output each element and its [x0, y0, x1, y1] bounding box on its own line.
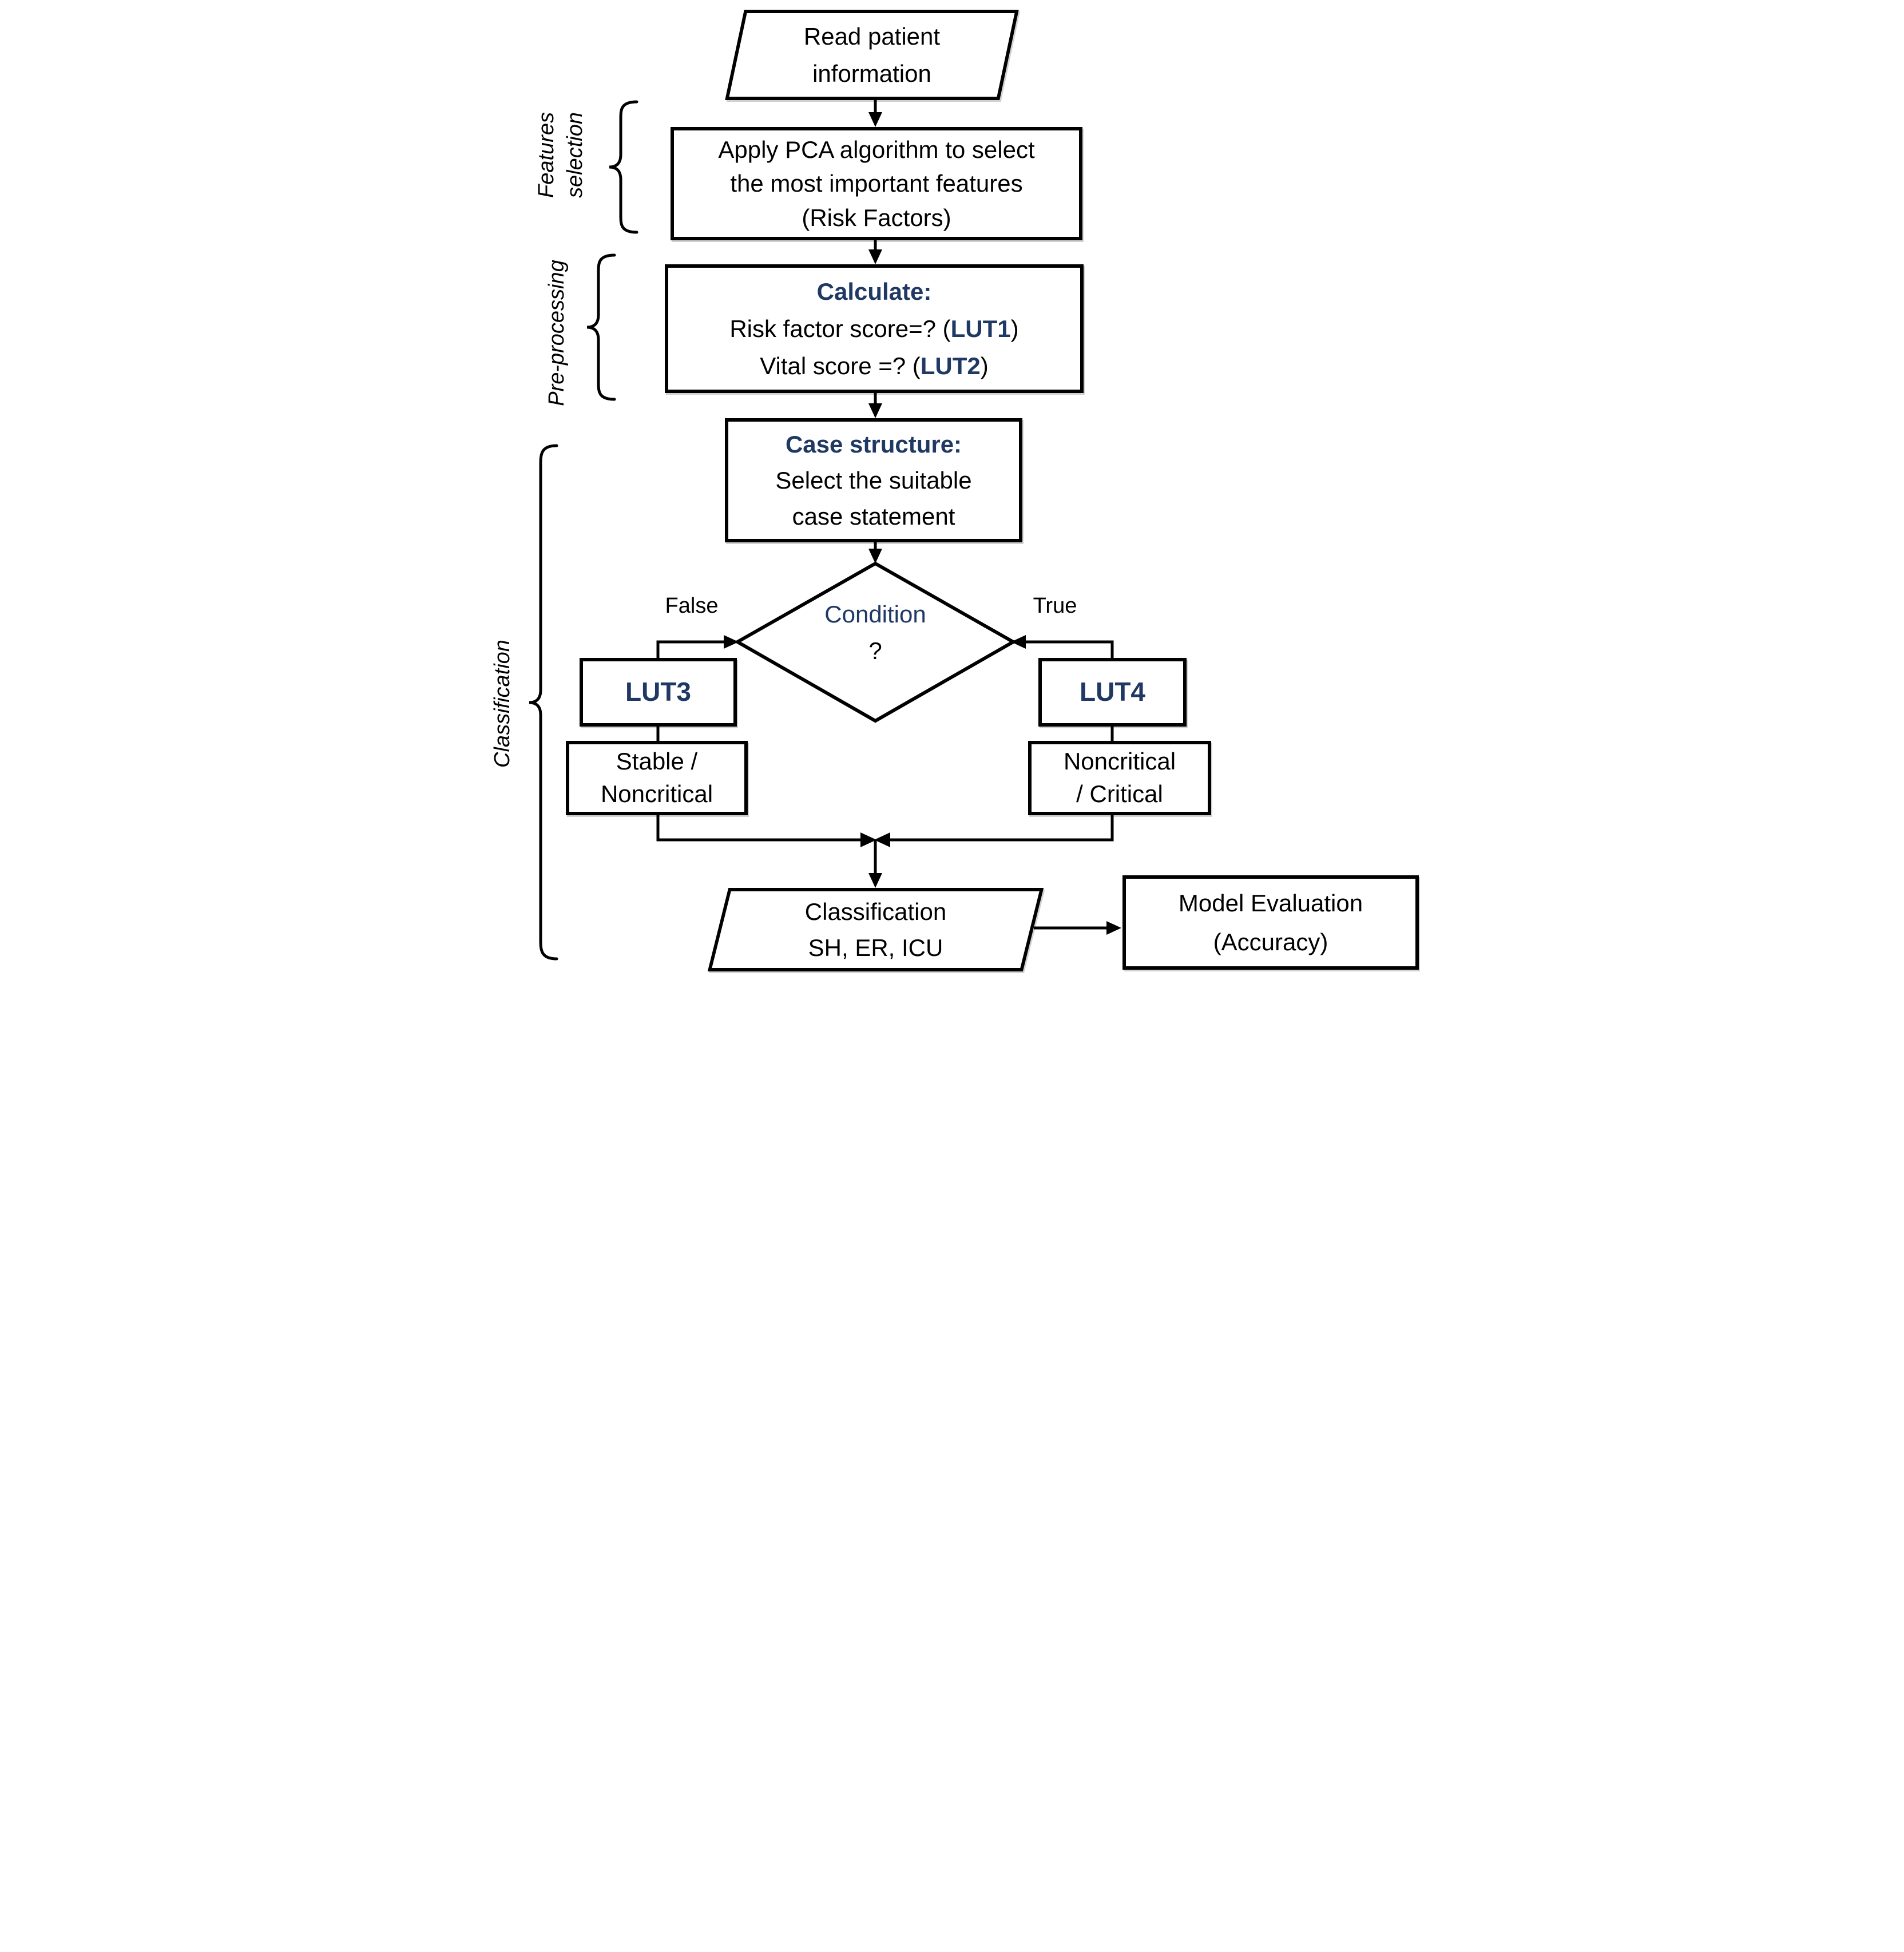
arrowhead-icon — [1011, 635, 1026, 649]
noncritical-critical-box: Noncritical / Critical — [1028, 741, 1211, 815]
section-label-preprocessing: Pre-processing — [545, 260, 569, 406]
noncritical-line1: Noncritical — [1063, 748, 1176, 775]
noncritical-line2: / Critical — [1076, 780, 1163, 807]
section-braces — [529, 100, 638, 961]
arrowhead-icon — [868, 249, 882, 264]
features-label-line1: Features — [534, 112, 558, 198]
arrowhead-icon — [724, 635, 739, 649]
features-label-line2: selection — [563, 112, 587, 198]
vital-lut2: LUT2 — [920, 352, 981, 380]
classification-output-line2: SH, ER, ICU — [808, 934, 943, 961]
lut4-label: LUT4 — [1080, 677, 1145, 707]
stable-noncritical-box: Stable / Noncritical — [566, 741, 748, 815]
vital-pre: Vital score =? ( — [760, 352, 921, 380]
brace-classification-icon — [529, 444, 558, 961]
arrowhead-icon — [860, 832, 876, 847]
risk-lut1: LUT1 — [950, 315, 1011, 342]
section-label-classification: Classification — [490, 640, 514, 768]
pca-line3: (Risk Factors) — [802, 204, 951, 231]
arrowheads — [724, 112, 1121, 935]
connector-lines — [656, 100, 1114, 930]
stable-line2: Noncritical — [600, 780, 713, 807]
case-structure-box: Case structure: Select the suitable case… — [725, 418, 1022, 542]
lut4-box: LUT4 — [1038, 658, 1187, 727]
arrowhead-icon — [868, 549, 882, 564]
calculate-box: Calculate: Risk factor score=? (LUT1) Vi… — [665, 264, 1084, 393]
risk-pre: Risk factor score=? ( — [729, 315, 951, 342]
case-structure-title: Case structure: — [785, 431, 962, 458]
lut3-box: LUT3 — [580, 658, 737, 727]
condition-diamond — [733, 561, 1017, 723]
pca-line1: Apply PCA algorithm to select — [718, 136, 1035, 163]
case-structure-line2: Select the suitable — [775, 467, 972, 494]
condition-diamond-text: Condition ? — [790, 596, 961, 669]
calculate-title: Calculate: — [816, 277, 932, 305]
arrowhead-icon — [874, 832, 890, 847]
connector-line-merge-left — [656, 815, 860, 842]
calculate-risk-line: Risk factor score=? (LUT1) — [729, 310, 1018, 347]
risk-post: ) — [1010, 315, 1019, 342]
classification-output-parallelogram: Classification SH, ER, ICU — [707, 888, 1044, 971]
model-evaluation-line1: Model Evaluation — [1178, 890, 1363, 917]
flowchart-canvas: Read patient information Apply PCA algor… — [476, 0, 1428, 976]
condition-title: Condition — [824, 601, 926, 628]
lut3-label: LUT3 — [625, 677, 691, 707]
connector-line-merge-right — [890, 815, 1114, 842]
pca-line2: the most important features — [730, 170, 1023, 197]
flow-connectors — [529, 100, 1121, 961]
case-structure-line3: case statement — [792, 503, 955, 530]
node-read-patient: Read patient information — [725, 10, 1019, 100]
arrowhead-icon — [868, 112, 882, 127]
calculate-vital-line: Vital score =? (LUT2) — [760, 347, 989, 384]
arrowhead-icon — [868, 403, 882, 418]
vital-post: ) — [980, 352, 989, 380]
true-branch-label: True — [1033, 594, 1077, 618]
arrowhead-icon — [1106, 921, 1121, 935]
read-patient-line1: Read patient — [803, 22, 941, 50]
brace-features-icon — [609, 100, 638, 234]
classification-output-line1: Classification — [804, 898, 947, 925]
model-evaluation-line2: (Accuracy) — [1213, 928, 1328, 955]
section-label-features-selection: Features selection — [532, 86, 592, 224]
read-patient-line2: information — [812, 60, 931, 87]
model-evaluation-box: Model Evaluation (Accuracy) — [1122, 875, 1419, 970]
condition-question-mark: ? — [868, 637, 882, 664]
pca-box: Apply PCA algorithm to select the most i… — [671, 127, 1082, 240]
connector-line-true-branch — [1026, 640, 1114, 660]
connector-line-false-branch — [656, 640, 724, 660]
arrowhead-icon — [868, 873, 882, 888]
false-branch-label: False — [665, 594, 719, 618]
brace-preprocessing-icon — [586, 253, 616, 401]
stable-line1: Stable / — [616, 748, 698, 775]
